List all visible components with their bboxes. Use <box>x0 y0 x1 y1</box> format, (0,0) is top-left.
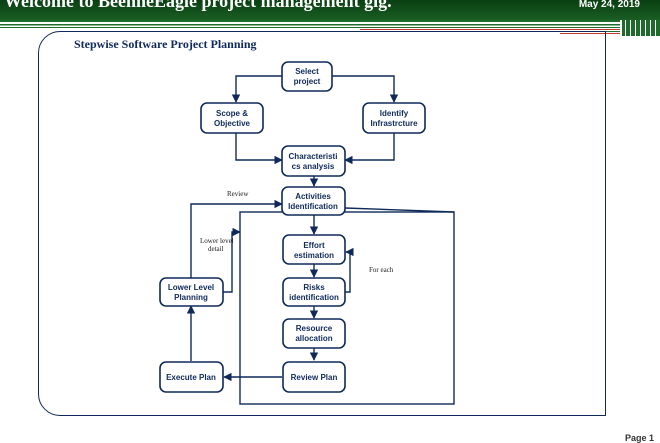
edge-lower-to-activities <box>190 199 283 278</box>
edge-activities-to-frame <box>344 207 455 213</box>
annotation-lower-level-line1: Lower level <box>200 237 234 245</box>
slide-frame <box>38 31 606 416</box>
edge-lower-to-frame <box>223 227 241 293</box>
node-review-plan-label: Review Plan <box>291 373 338 382</box>
node-lower-level-planning: Lower Level Planning <box>159 277 224 307</box>
header-date: May 24, 2019 <box>578 0 640 10</box>
node-scope-line1: Scope & <box>216 109 248 118</box>
node-characteristics-analysis: Characteristi cs analysis <box>281 145 346 177</box>
process-frame <box>239 211 455 405</box>
node-resource-allocation: Resource allocation <box>282 318 346 349</box>
node-activities-line1: Activities <box>295 192 331 201</box>
node-select-project: Select project <box>281 61 333 92</box>
node-activities-line2: Identification <box>288 202 338 211</box>
annotation-for-each: For each <box>369 266 394 274</box>
header-title: Welcome to BeehneEagle project managemen… <box>4 0 392 11</box>
node-scope-line2: Objective <box>214 119 251 128</box>
annotation-lower-level-line2: detail <box>208 245 224 253</box>
header-bar: Welcome to BeehneEagle project managemen… <box>0 0 660 20</box>
node-activities-identification: Activities Identification <box>281 186 346 216</box>
edge-risks-loop <box>345 247 354 293</box>
node-execute-plan: Execute Plan <box>159 361 224 393</box>
node-effort-line2: estimation <box>294 251 334 260</box>
node-risks-identification: Risks identification <box>282 277 346 307</box>
node-lower-line2: Planning <box>174 293 208 302</box>
diagram-title: Stepwise Software Project Planning <box>74 37 257 51</box>
node-risks-line2: identification <box>289 293 339 302</box>
edge-infra-to-char <box>344 133 395 165</box>
node-risks-line1: Risks <box>303 283 325 292</box>
node-lower-line1: Lower Level <box>168 283 214 292</box>
node-resource-line2: allocation <box>295 334 332 343</box>
edge-select-to-infra <box>332 75 399 103</box>
node-char-line2: cs analysis <box>292 162 335 171</box>
node-effort-estimation: Effort estimation <box>282 234 346 265</box>
node-infra-line1: Identify <box>380 109 409 118</box>
node-resource-line1: Resource <box>296 324 333 333</box>
node-review-plan: Review Plan <box>282 361 346 393</box>
edge-scope-to-char <box>235 133 283 165</box>
node-scope-objective: Scope & Objective <box>200 102 264 134</box>
node-execute-plan-label: Execute Plan <box>166 373 216 382</box>
node-infra-line2: Infrastrcture <box>370 119 418 128</box>
edge-select-to-scope <box>231 75 282 103</box>
node-effort-line1: Effort <box>303 241 325 250</box>
node-select-project-line1: Select <box>295 67 319 76</box>
page-number: Page 1 <box>624 433 654 443</box>
annotation-review: Review <box>227 190 249 198</box>
node-identify-infrastructure: Identify Infrastrcture <box>362 102 426 134</box>
node-char-line1: Characteristi <box>289 152 338 161</box>
node-select-project-line2: project <box>294 77 321 86</box>
